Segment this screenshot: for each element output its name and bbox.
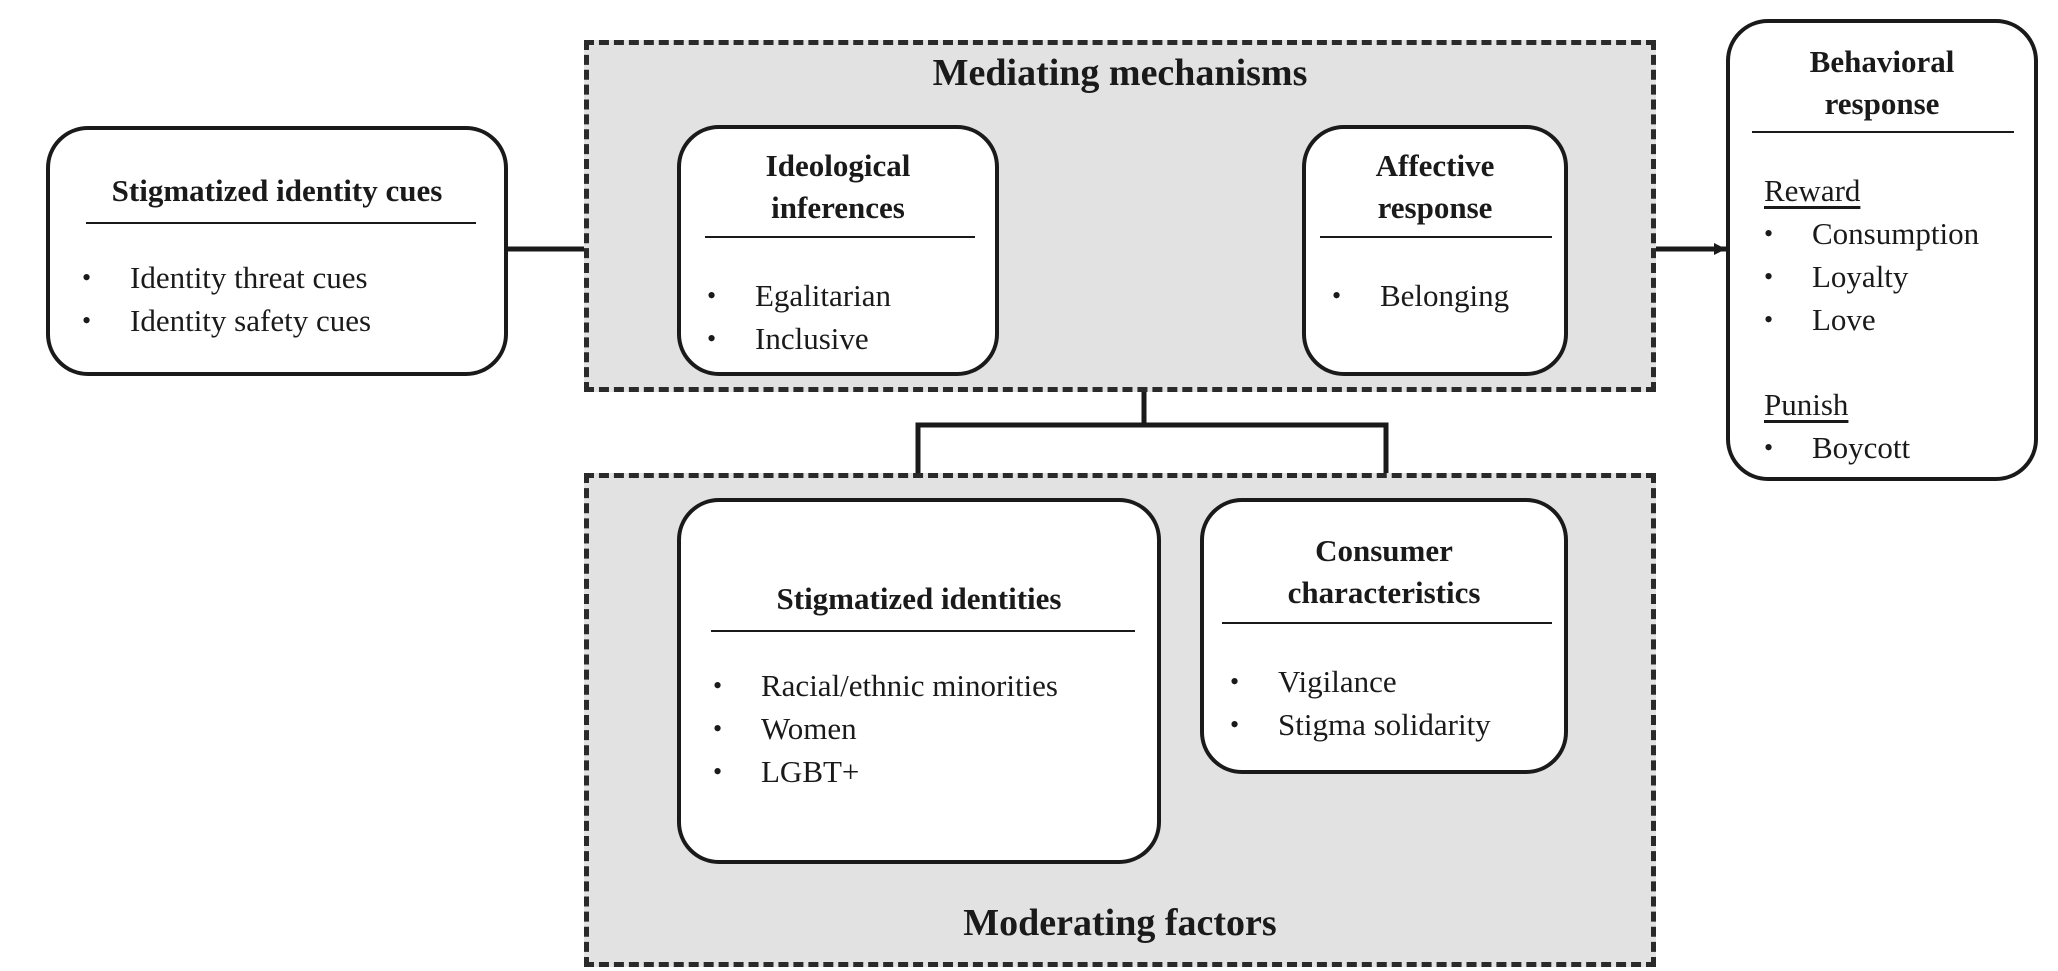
list-item: LGBT+ [713, 750, 1058, 793]
list-item: Identity threat cues [82, 256, 371, 299]
consumer-characteristics-box: Consumer characteristics Vigilance Stigm… [1200, 498, 1568, 774]
mediating-mechanisms-label: Mediating mechanisms [932, 52, 1308, 94]
reward-list: Consumption Loyalty Love [1764, 212, 1979, 341]
behavioral-response-title-line1: Behavioral [1809, 44, 1955, 79]
title-divider [705, 236, 975, 238]
punish-label: Punish [1764, 387, 1849, 422]
title-divider [86, 222, 476, 224]
list-item: Stigma solidarity [1230, 703, 1491, 746]
moderating-factors-label: Moderating factors [963, 902, 1277, 944]
list-item: Belonging [1332, 274, 1509, 317]
list-item: Women [713, 707, 1058, 750]
stigmatized-identity-cues-box: Stigmatized identity cues Identity threa… [46, 126, 508, 376]
stigmatized-identities-title: Stigmatized identities [776, 581, 1062, 616]
affective-response-title-line2: response [1377, 190, 1493, 225]
list-item: Boycott [1764, 426, 1910, 469]
ideological-list: Egalitarian Inclusive [707, 274, 891, 360]
affective-response-box: Affective response Belonging [1302, 125, 1568, 376]
behavioral-response-box: Behavioral response Reward Consumption L… [1726, 19, 2038, 481]
list-item: Love [1764, 298, 1979, 341]
behavioral-response-title-line2: response [1824, 86, 1940, 121]
reward-label: Reward [1764, 173, 1861, 208]
consumer-characteristics-title-line1: Consumer [1315, 533, 1453, 568]
list-item: Vigilance [1230, 660, 1491, 703]
list-item: Racial/ethnic minorities [713, 664, 1058, 707]
title-divider [711, 630, 1135, 632]
punish-list: Boycott [1764, 426, 1910, 469]
cues-list: Identity threat cues Identity safety cue… [82, 256, 371, 342]
ideological-inferences-title-line2: inferences [771, 190, 905, 225]
affective-list: Belonging [1332, 274, 1509, 317]
list-item: Consumption [1764, 212, 1979, 255]
affective-response-title-line1: Affective [1375, 148, 1495, 183]
list-item: Egalitarian [707, 274, 891, 317]
stigmatized-identity-cues-title: Stigmatized identity cues [111, 173, 443, 208]
list-item: Inclusive [707, 317, 891, 360]
list-item: Loyalty [1764, 255, 1979, 298]
title-divider [1222, 622, 1552, 624]
ideological-inferences-box: Ideological inferences Egalitarian Inclu… [677, 125, 999, 376]
identities-list: Racial/ethnic minorities Women LGBT+ [713, 664, 1058, 793]
list-item: Identity safety cues [82, 299, 371, 342]
title-divider [1752, 131, 2014, 133]
title-divider [1320, 236, 1552, 238]
consumer-characteristics-title-line2: characteristics [1287, 575, 1481, 610]
consumer-list: Vigilance Stigma solidarity [1230, 660, 1491, 746]
stigmatized-identities-box: Stigmatized identities Racial/ethnic min… [677, 498, 1161, 864]
ideological-inferences-title-line1: Ideological [765, 148, 911, 183]
